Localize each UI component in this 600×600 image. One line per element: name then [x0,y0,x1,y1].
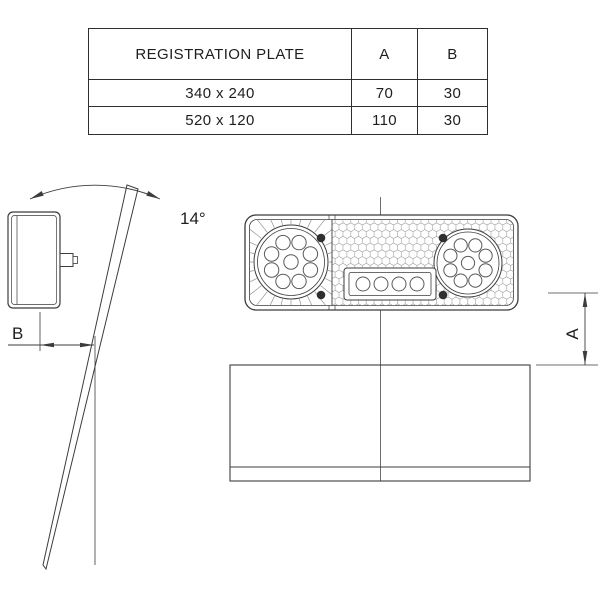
table-cell-b-0: 30 [418,80,487,107]
table-cell-a-0: 70 [352,80,418,107]
lamp-side-view [7,211,78,309]
table-header-plate: REGISTRATION PLATE [89,29,352,80]
table-cell-plate-0: 340 x 240 [89,80,352,107]
dimension-a: A [536,292,598,366]
screw [316,233,326,243]
right-lamp-cluster [433,228,503,298]
left-lamp-cluster [253,224,329,300]
table-header-b: B [418,29,487,80]
connector-stub [59,253,74,267]
center-led-module [343,267,437,301]
table-header-a: A [352,29,418,80]
angle-arc [29,184,161,200]
screw [438,290,448,300]
table-cell-a-1: 110 [352,107,418,134]
table-cell-plate-1: 520 x 120 [89,107,352,134]
arc-arrow-left [30,191,44,199]
lamp-front-view [244,214,519,311]
dim-a-label: A [563,328,582,340]
dim-b-label: B [12,324,23,343]
table-cell-b-1: 30 [443,112,462,129]
dimension-b: B [8,312,94,351]
screw [316,290,326,300]
registration-plate-front-view [229,364,531,482]
tilted-plate-side-view [42,184,139,571]
screw [438,233,448,243]
angle-label: 14° [180,209,206,228]
arc-arrow-right [146,191,160,199]
angle-annotation: 14° [29,184,206,228]
registration-plate-table: REGISTRATION PLATE A B 340 x 240 70 30 5… [88,28,488,135]
